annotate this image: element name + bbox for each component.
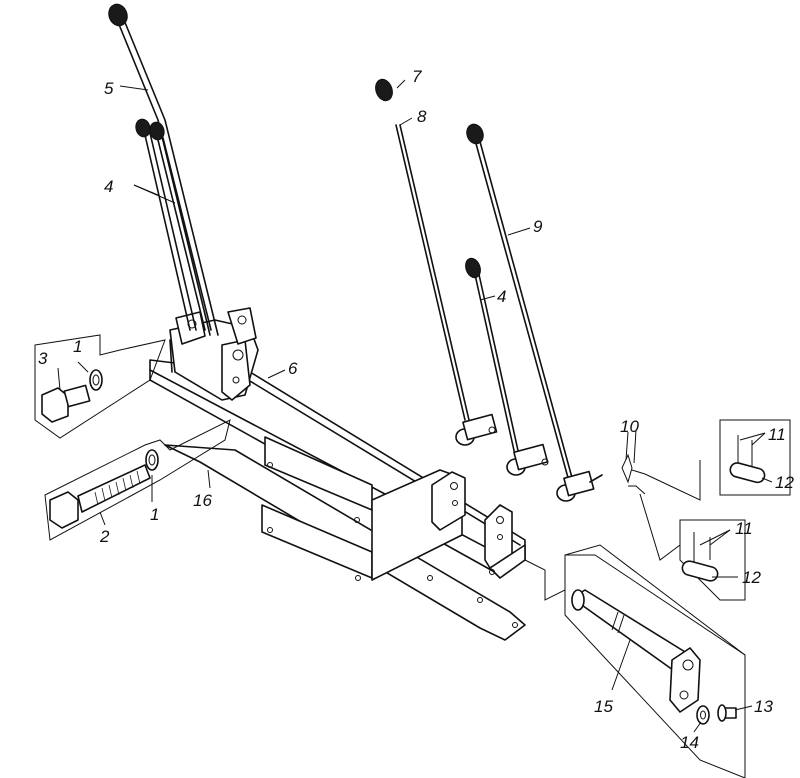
callout-1-upper: 1 (73, 337, 82, 356)
callout-15: 15 (594, 697, 613, 716)
callout-12-lower: 12 (742, 568, 761, 587)
callout-2: 2 (99, 527, 110, 546)
callout-4-left: 4 (104, 177, 113, 196)
callout-12-upper: 12 (775, 473, 794, 492)
callout-9: 9 (533, 217, 543, 236)
callout-14: 14 (680, 733, 699, 752)
knob-7 (375, 78, 393, 102)
lever-4-knob-b (149, 121, 165, 141)
levers-4-and-5 (108, 3, 219, 336)
callout-1-lower: 1 (150, 505, 159, 524)
pins-and-clips (621, 419, 791, 601)
callout-7: 7 (412, 67, 422, 86)
callout-16: 16 (193, 491, 212, 510)
lever-9-knob (466, 123, 484, 145)
leader-lines (57, 79, 773, 733)
lower-bar-assembly (164, 436, 526, 641)
callout-11-lower: 11 (735, 519, 753, 538)
right-levers (375, 78, 603, 502)
callout-6: 6 (288, 359, 298, 378)
lever-4-knob-a (135, 118, 151, 138)
lever-5-knob (108, 3, 128, 27)
callout-10: 10 (620, 417, 639, 436)
callout-8: 8 (417, 107, 427, 126)
frame-brackets (431, 471, 526, 579)
bolt-3-group (34, 334, 166, 439)
shaft-15-group (524, 544, 746, 778)
callout-5: 5 (104, 79, 114, 98)
callout-13: 13 (754, 697, 773, 716)
callout-4-right: 4 (497, 287, 506, 306)
callout-3: 3 (38, 349, 48, 368)
bolt-2-group (44, 419, 231, 541)
lever-bracket (169, 307, 259, 401)
lever-4-right-knob (465, 257, 481, 279)
callout-11-upper: 11 (768, 425, 786, 444)
